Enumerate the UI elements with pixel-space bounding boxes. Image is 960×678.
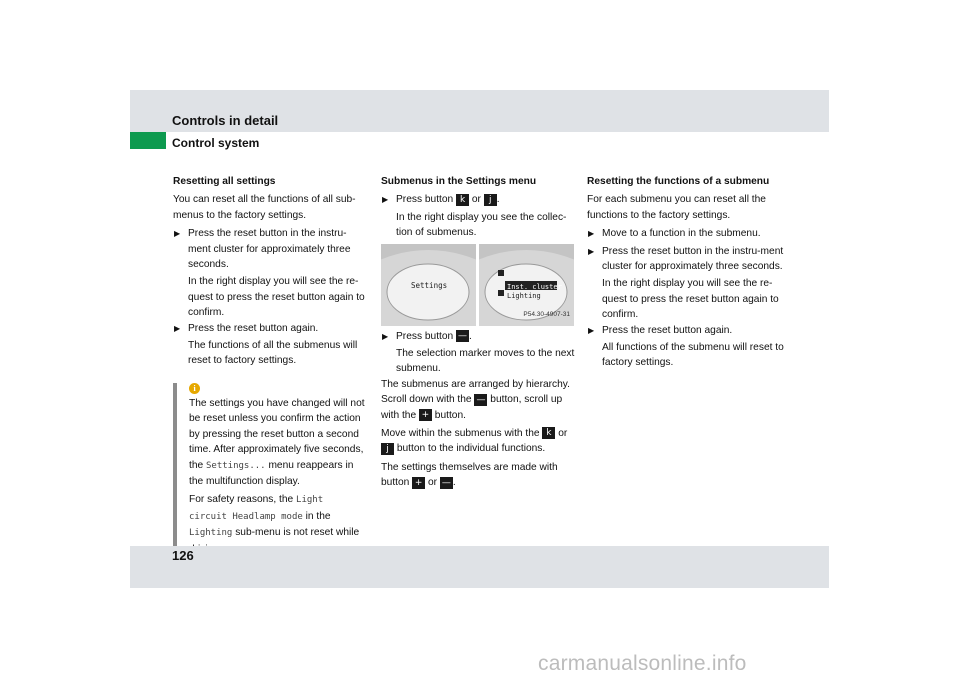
step-result: All functions of the submenu will reset …	[602, 342, 784, 369]
button-j-icon: j	[483, 193, 497, 206]
step: ▶Press the reset button again.	[587, 323, 787, 338]
menu-code: Lighting	[189, 528, 233, 539]
display-menu-label: Settings	[411, 280, 448, 290]
paragraph: The submenus are arranged by hierarchy. …	[381, 378, 570, 421]
left-display: Settings	[381, 243, 476, 326]
paragraph: The settings themselves are made with bu…	[381, 461, 558, 489]
footer-band	[130, 546, 829, 588]
button-minus-icon: —	[439, 476, 453, 489]
info-icon: i	[189, 382, 200, 394]
section-title: Control system	[172, 136, 260, 150]
step-result: In the right display you will see the re…	[602, 278, 779, 321]
figure-code: P54.30-4907-31	[523, 311, 570, 319]
button-minus-icon: —	[456, 329, 470, 342]
header-band	[130, 90, 829, 132]
watermark: carmanualsonline.info	[538, 652, 747, 675]
note-paragraph: The settings you have changed will not b…	[189, 397, 365, 487]
arrow-icon: ▶	[174, 323, 181, 333]
arrow-icon: ▶	[588, 229, 595, 239]
arrow-icon: ▶	[588, 246, 595, 256]
button-k-icon: k	[542, 427, 556, 440]
menu-code: Light circuit Headlamp mode	[189, 495, 324, 522]
column-reset-submenu: Resetting the functions of a submenu For…	[587, 174, 787, 371]
step: ▶Press button k or j.	[381, 192, 576, 207]
right-display: Inst. cluster Lighting P54.30-4907-31	[479, 243, 574, 326]
button-plus-icon: +	[412, 476, 426, 489]
step-result: In the right display you will see the re…	[188, 276, 365, 319]
step: ▶Press the reset button in the instru-me…	[174, 228, 351, 271]
arrow-icon: ▶	[174, 229, 181, 239]
info-note: i The settings you have changed will not…	[173, 382, 366, 557]
arrow-icon: ▶	[588, 325, 595, 335]
step: ▶Press the reset button in the instru-me…	[588, 245, 784, 273]
intro-text: For each submenu you can reset all the f…	[587, 194, 766, 221]
column-reset-all: Resetting all settings You can reset all…	[173, 174, 366, 560]
display-selected-item: Inst. cluster	[507, 282, 562, 291]
page-number: 126	[172, 548, 194, 563]
step: ▶Press the reset button again.	[173, 321, 366, 336]
display-item: Lighting	[507, 291, 541, 300]
intro-text: You can reset all the functions of all s…	[173, 194, 356, 221]
column-submenus: Submenus in the Settings menu ▶Press but…	[381, 174, 576, 494]
step-result: The selection marker moves to the next s…	[396, 348, 575, 375]
display-figure: Settings Inst. cluster Lighting P54.30-4…	[381, 243, 574, 326]
paragraph: Move within the submenus with the k or j…	[381, 427, 568, 455]
chapter-title: Controls in detail	[172, 113, 279, 128]
heading-reset-all: Resetting all settings	[173, 176, 276, 187]
arrow-icon: ▶	[382, 195, 389, 205]
button-minus-icon: —	[474, 393, 488, 406]
button-k-icon: k	[456, 193, 470, 206]
arrow-icon: ▶	[382, 331, 389, 341]
step: ▶Move to a function in the submenu.	[587, 226, 787, 241]
heading-submenus: Submenus in the Settings menu	[381, 176, 537, 187]
button-j-icon: j	[381, 442, 394, 455]
section-marker	[130, 132, 166, 149]
heading-reset-submenu: Resetting the functions of a submenu	[587, 176, 770, 187]
menu-code: Settings...	[206, 460, 266, 471]
button-plus-icon: +	[418, 408, 432, 421]
step: ▶Press button —.	[381, 329, 576, 344]
step-result: In the right display you see the collec-…	[396, 211, 567, 239]
step-result: The functions of all the submenus will r…	[188, 340, 358, 367]
